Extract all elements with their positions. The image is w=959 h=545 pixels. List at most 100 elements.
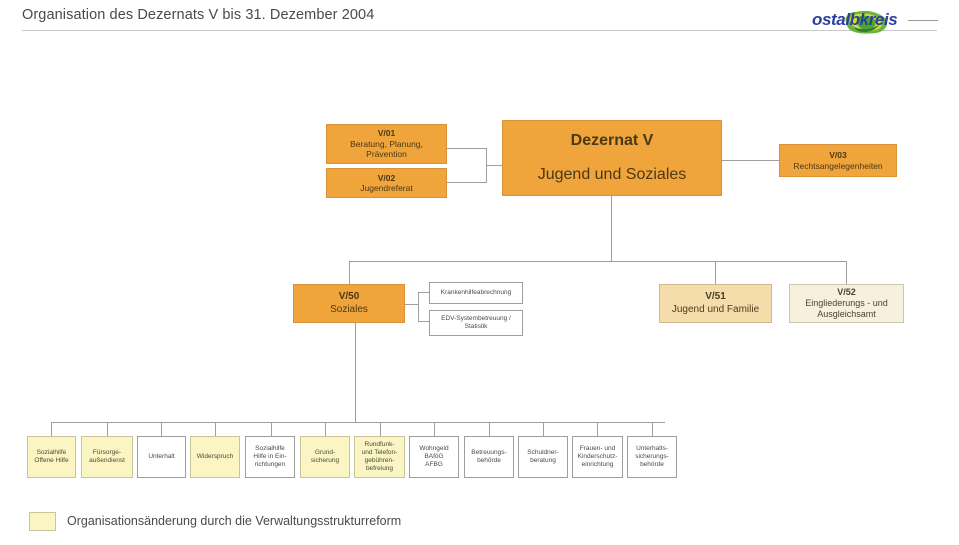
connector-children-bus [51,422,665,423]
child-11-line-3: einrichtung [581,460,614,468]
child-12-line-2: sicherungs- [635,453,669,461]
child-10-line-1: Schuldner- [527,449,559,457]
child-10-line-2: beratung [530,457,556,464]
node-child-betreuungsbehoerde[interactable]: Betreuungs- behörde [464,436,514,478]
child-7-line-4: befreiung [365,464,394,472]
child-8-line-1: Wohngeld [419,445,449,453]
connector-root-down [611,196,612,261]
child-8-line-3: AFBG [425,460,443,468]
child-6-line-2: sicherung [310,457,340,464]
node-v50-code: V/50 [338,291,360,303]
child-5-line-3: richtungen [254,460,286,468]
child-5-line-2: Hilfe in Ein- [253,453,287,461]
child-4-line-1: Widerspruch [196,453,234,461]
node-edv-systembetreuung[interactable]: Krankenhilfeabrechnung EDV-Systembetreuu… [429,310,523,336]
child-11-line-2: Kinderschutz- [577,453,618,461]
legend-color-swatch [29,512,56,531]
child-7-line-1: Rundfunk- [364,441,395,449]
node-dezernat-v[interactable]: Dezernat V Jugend und Soziales [502,120,722,196]
connector-child-drop-2 [107,422,108,436]
node-child-frauen-kinderschutz[interactable]: Frauen- und Kinderschutz- einrichtung [572,436,623,478]
connector-child-drop-1 [51,422,52,436]
connector-child-drop-8 [434,422,435,436]
logo-divider-line [908,20,938,21]
child-12-line-3: behörde [640,460,664,468]
connector-v50-down [355,323,356,422]
connector-child-drop-6 [325,422,326,436]
child-8-line-2: BAföG [424,453,444,461]
node-child-schuldnerberatung[interactable]: Schuldner- beratung [518,436,568,478]
node-v52-line-2: Ausgleichsamt [817,308,876,319]
child-1-line-1: Sozialhilfe [36,449,67,457]
node-v03-line-1: Rechtsangelegenheiten [793,160,883,171]
node-v03[interactable]: V/03 Rechtsangelegenheiten [779,144,897,177]
node-krankenhilfeabrechnung-line-1: Krankenhilfeabrechnung [440,289,512,297]
node-v02-line-1: Jugendreferat [360,183,413,193]
node-v51[interactable]: V/51 Jugend und Familie [659,284,772,323]
node-v52[interactable]: V/52 Eingliederungs - und Ausgleichsamt [789,284,904,323]
connector-child-drop-10 [543,422,544,436]
connector-to-v51 [715,261,716,284]
legend-label: Organisationsänderung durch die Verwaltu… [67,514,402,528]
child-2-line-1: Fürsorge- [92,449,122,457]
node-v50[interactable]: V/50 Soziales [293,284,405,323]
node-child-fuersorge-aussendienst[interactable]: Fürsorge- außendienst [81,436,133,478]
child-6-line-1: Grund- [314,449,336,457]
connector-v50-side-1 [418,292,429,293]
node-child-rundfunk-telefon[interactable]: Rundfunk- und Telefon- gebühren- befreiu… [354,436,405,478]
node-v50-line-1: Soziales [330,303,368,315]
child-12-line-1: Unterhalts- [636,445,668,453]
node-child-widerspruch[interactable]: Widerspruch [190,436,240,478]
node-child-sozialhilfe-offene-hilfe[interactable]: Sozialhilfe Offene Hilfe [27,436,76,478]
connector-v01-h [447,148,486,149]
node-child-sozialhilfe-einrichtungen[interactable]: Sozialhilfe Hilfe in Ein- richtungen [245,436,295,478]
node-edv-line-1: EDV-Systembetreuung / [441,315,511,323]
node-child-unterhaltssicherung[interactable]: Unterhalts- sicherungs- behörde [627,436,677,478]
node-child-unterhalt[interactable]: Unterhalt [137,436,186,478]
node-dezernat-v-name: Jugend und Soziales [537,166,687,183]
node-v01-line-2: Prävention [366,149,407,160]
child-7-line-2: und Telefon- [361,449,398,457]
node-v02[interactable]: V/02 Jugendreferat [326,168,447,198]
connector-staff-to-root [486,165,502,166]
connector-root-to-v03 [722,160,779,161]
node-v01-code: V/01 [377,128,396,139]
connector-division-bus [349,261,847,262]
connector-child-drop-12 [652,422,653,436]
connector-child-drop-4 [215,422,216,436]
connector-child-drop-11 [597,422,598,436]
node-v01-line-1: Beratung, Planung, [350,138,423,149]
child-3-line-1: Unterhalt [148,453,175,461]
connector-child-drop-9 [489,422,490,436]
child-9-line-2: behörde [477,457,501,464]
connector-v50-side-bus [418,292,419,321]
node-child-grundsicherung[interactable]: Grund- sicherung [300,436,350,478]
ostalbkreis-map-icon [845,10,888,34]
node-dezernat-v-code: Dezernat V [570,132,654,150]
child-2-line-2: außendienst [89,457,125,464]
node-v51-code: V/51 [705,291,726,303]
node-v01[interactable]: V/01 Beratung, Planung, Prävention [326,124,447,164]
connector-v50-side-2 [418,321,429,322]
node-edv-line-2: Statistik [464,323,488,330]
node-v51-line-1: Jugend und Familie [671,303,760,315]
child-5-line-1: Sozialhilfe [255,445,285,453]
node-v02-code: V/02 [377,172,396,183]
node-v52-line-1: Eingliederungs - und [805,298,888,309]
connector-to-v52 [846,261,847,284]
child-9-line-1: Betreuungs- [471,449,507,457]
node-krankenhilfeabrechnung[interactable]: Krankenhilfeabrechnung [429,282,523,304]
connector-child-drop-7 [380,422,381,436]
node-child-wohngeld[interactable]: Wohngeld BAföG AFBG [409,436,459,478]
connector-v50-side-stub [405,304,418,305]
ostalbkreis-logo: ostalbkreis [812,4,912,36]
header-divider [22,30,937,31]
page-title: Organisation des Dezernats V bis 31. Dez… [22,7,375,23]
node-v03-code: V/03 [829,150,847,161]
child-1-line-2: Offene Hilfe [34,457,69,464]
connector-v02-h [447,182,486,183]
child-11-line-1: Frauen- und [579,445,616,453]
logo-wordmark: ostalbkreis [812,10,898,29]
connector-child-drop-3 [161,422,162,436]
connector-to-v50 [349,261,350,284]
